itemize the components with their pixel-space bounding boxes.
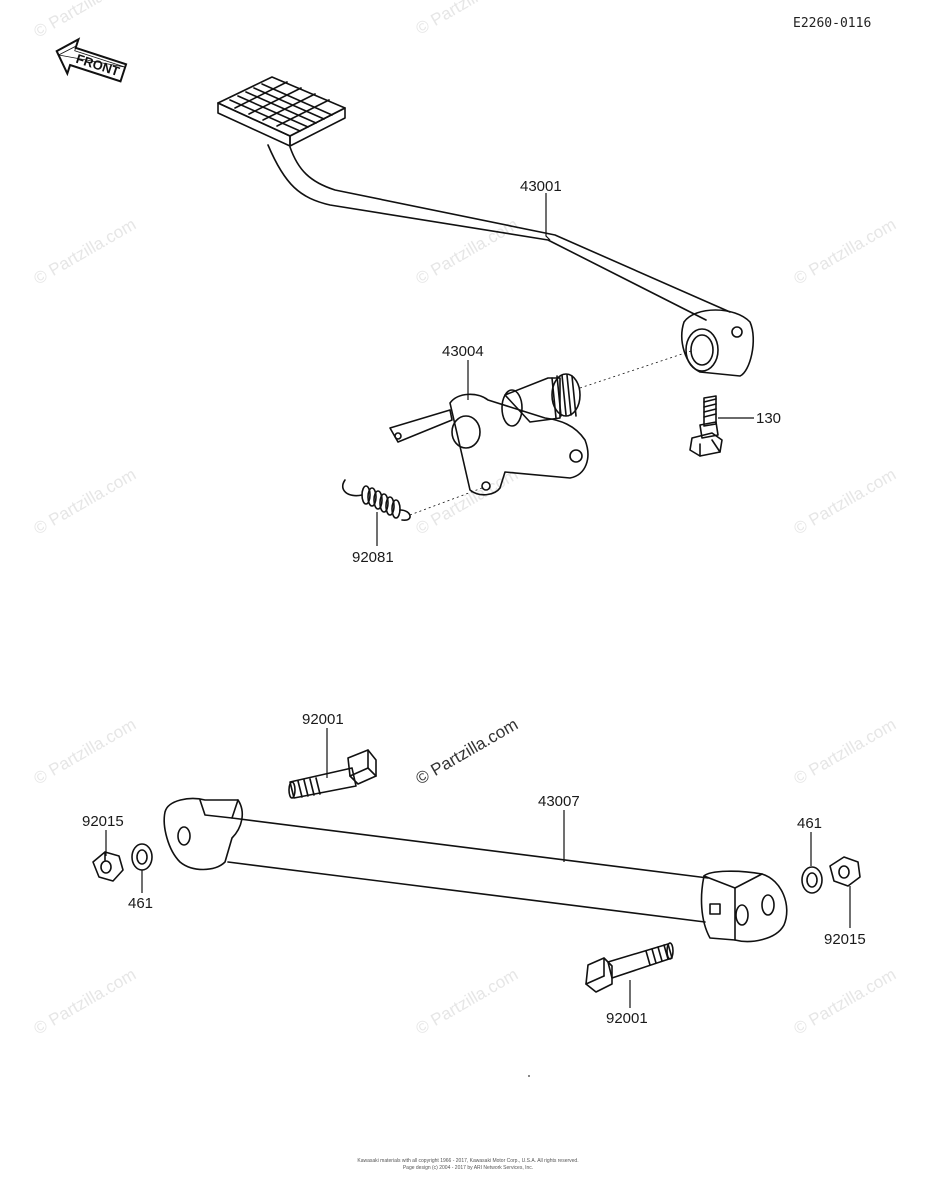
callout-92015-left: 92015	[82, 813, 124, 830]
callout-461-right: 461	[797, 815, 822, 832]
callout-92001-bottom: 92001	[606, 1010, 648, 1027]
callout-130: 130	[756, 410, 781, 427]
watermark: © Partzilla.com	[31, 0, 140, 41]
callout-92015-right: 92015	[824, 931, 866, 948]
dot-mark	[528, 1075, 530, 1077]
watermark: © Partzilla.com	[791, 715, 900, 789]
bolt-130	[689, 395, 723, 457]
center-watermark: © Partzilla.com	[413, 715, 522, 789]
watermark: © Partzilla.com	[791, 465, 900, 539]
watermark: © Partzilla.com	[791, 965, 900, 1039]
washer-461-right	[801, 866, 823, 894]
washer-461-left	[131, 843, 153, 871]
watermark: © Partzilla.com	[791, 215, 900, 289]
callout-92001-top: 92001	[302, 711, 344, 728]
nut-92015-right	[829, 856, 861, 887]
bolt-92001-bottom	[585, 942, 674, 993]
leader-lines	[105, 193, 851, 1008]
watermark: © Partzilla.com	[31, 215, 140, 289]
front-arrow-icon: FRONT	[55, 37, 128, 83]
bolt-92001-top	[288, 749, 377, 799]
assembly-lines	[409, 349, 695, 516]
callout-461-left: 461	[128, 895, 153, 912]
brake-rod-43007	[163, 797, 788, 943]
callout-43007: 43007	[538, 793, 580, 810]
reference-code: E2260-0116	[793, 16, 871, 31]
watermark: © Partzilla.com	[31, 965, 140, 1039]
watermark-layer: © Partzilla.com © Partzilla.com © Partzi…	[31, 0, 900, 1038]
callout-43001: 43001	[520, 178, 562, 195]
watermark: © Partzilla.com	[413, 0, 522, 38]
copyright-line-2: Page design (c) 2004 - 2017 by ARI Netwo…	[402, 1165, 534, 1171]
watermark: © Partzilla.com	[413, 215, 522, 289]
copyright-line-1: Kawasaki materials with all copyright 19…	[357, 1158, 579, 1164]
watermark: © Partzilla.com	[413, 965, 522, 1039]
watermark: © Partzilla.com	[31, 465, 140, 539]
watermark: © Partzilla.com	[31, 715, 140, 789]
spring-92081	[341, 479, 411, 521]
callout-43004: 43004	[442, 343, 484, 360]
callouts: 43001 43004 130 92081 92001 43007 92015 …	[82, 178, 866, 1027]
brake-pedal	[217, 76, 755, 377]
callout-92081: 92081	[352, 549, 394, 566]
nut-92015-left	[92, 851, 124, 882]
brake-shaft-lever	[389, 373, 589, 496]
